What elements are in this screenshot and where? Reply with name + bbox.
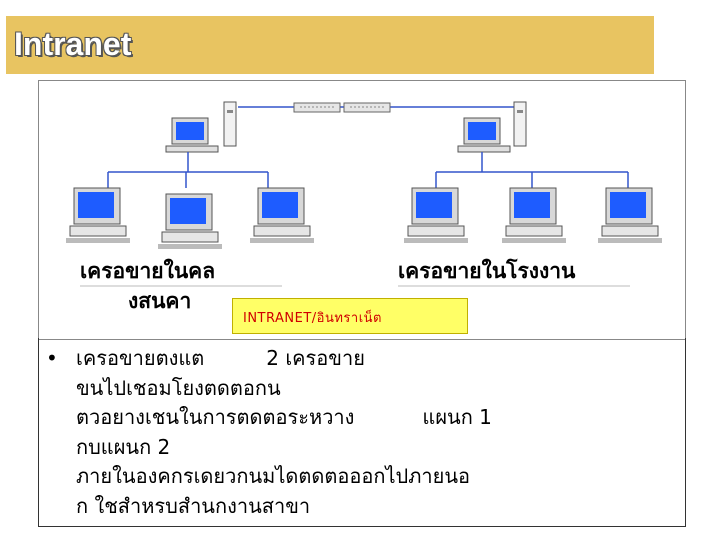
left-network-caption: เครอขายในคล งสนคา	[80, 256, 215, 316]
body-line3-a: ตวอยางเชนในการตดตอระหวาง	[76, 405, 355, 429]
intranet-label-box: INTRANET/อินทราเน็ต	[232, 298, 468, 334]
slide-title: Intranet	[14, 26, 132, 62]
body-line: ภายในองคกรเดยวกนมไดตดตอออกไปภายนอ	[76, 464, 471, 488]
title-bar	[6, 16, 654, 74]
body-line1-a: เครอขายตงแต	[76, 346, 205, 370]
network-diagram	[66, 101, 662, 287]
right-network-caption: เครอขายในโรงงาน	[398, 259, 576, 283]
computer-icon	[502, 187, 566, 243]
hub-icon-left	[293, 102, 341, 113]
computer-icon	[158, 193, 222, 249]
body-line: ก ใชสำหรบสำนกงานสาขา	[76, 493, 311, 518]
body-line3-b: แผนก 1	[422, 405, 492, 429]
body-line: ขนไปเชอมโยงตดตอกน	[76, 375, 281, 400]
server-icon-left	[165, 101, 237, 153]
left-caption-line2: งสนคา	[128, 289, 192, 313]
body-line: เครอขายตงแต 2 เครอขาย	[76, 344, 636, 374]
body-line1-b: 2 เครอขาย	[266, 346, 365, 370]
server-icon-right	[457, 101, 527, 153]
left-caption-line1: เครอขายในคล	[80, 259, 216, 283]
body-line: กบแผนก 2	[76, 434, 171, 459]
body-text: เครอขายตงแต 2 เครอขาย ขนไปเชอมโยงตดตอกน ต…	[76, 344, 636, 521]
computer-icon	[250, 187, 314, 243]
computer-icon	[404, 187, 468, 243]
bullet-icon: •	[46, 346, 58, 370]
computer-icon	[66, 187, 130, 243]
diagram-frame	[38, 80, 686, 340]
intranet-label: INTRANET/อินทราเน็ต	[243, 311, 382, 326]
body-line: ตวอยางเชนในการตดตอระหวาง แผนก 1	[76, 403, 636, 433]
computer-icon	[598, 187, 662, 243]
hub-icon-right	[343, 102, 391, 113]
body-frame	[38, 338, 686, 527]
